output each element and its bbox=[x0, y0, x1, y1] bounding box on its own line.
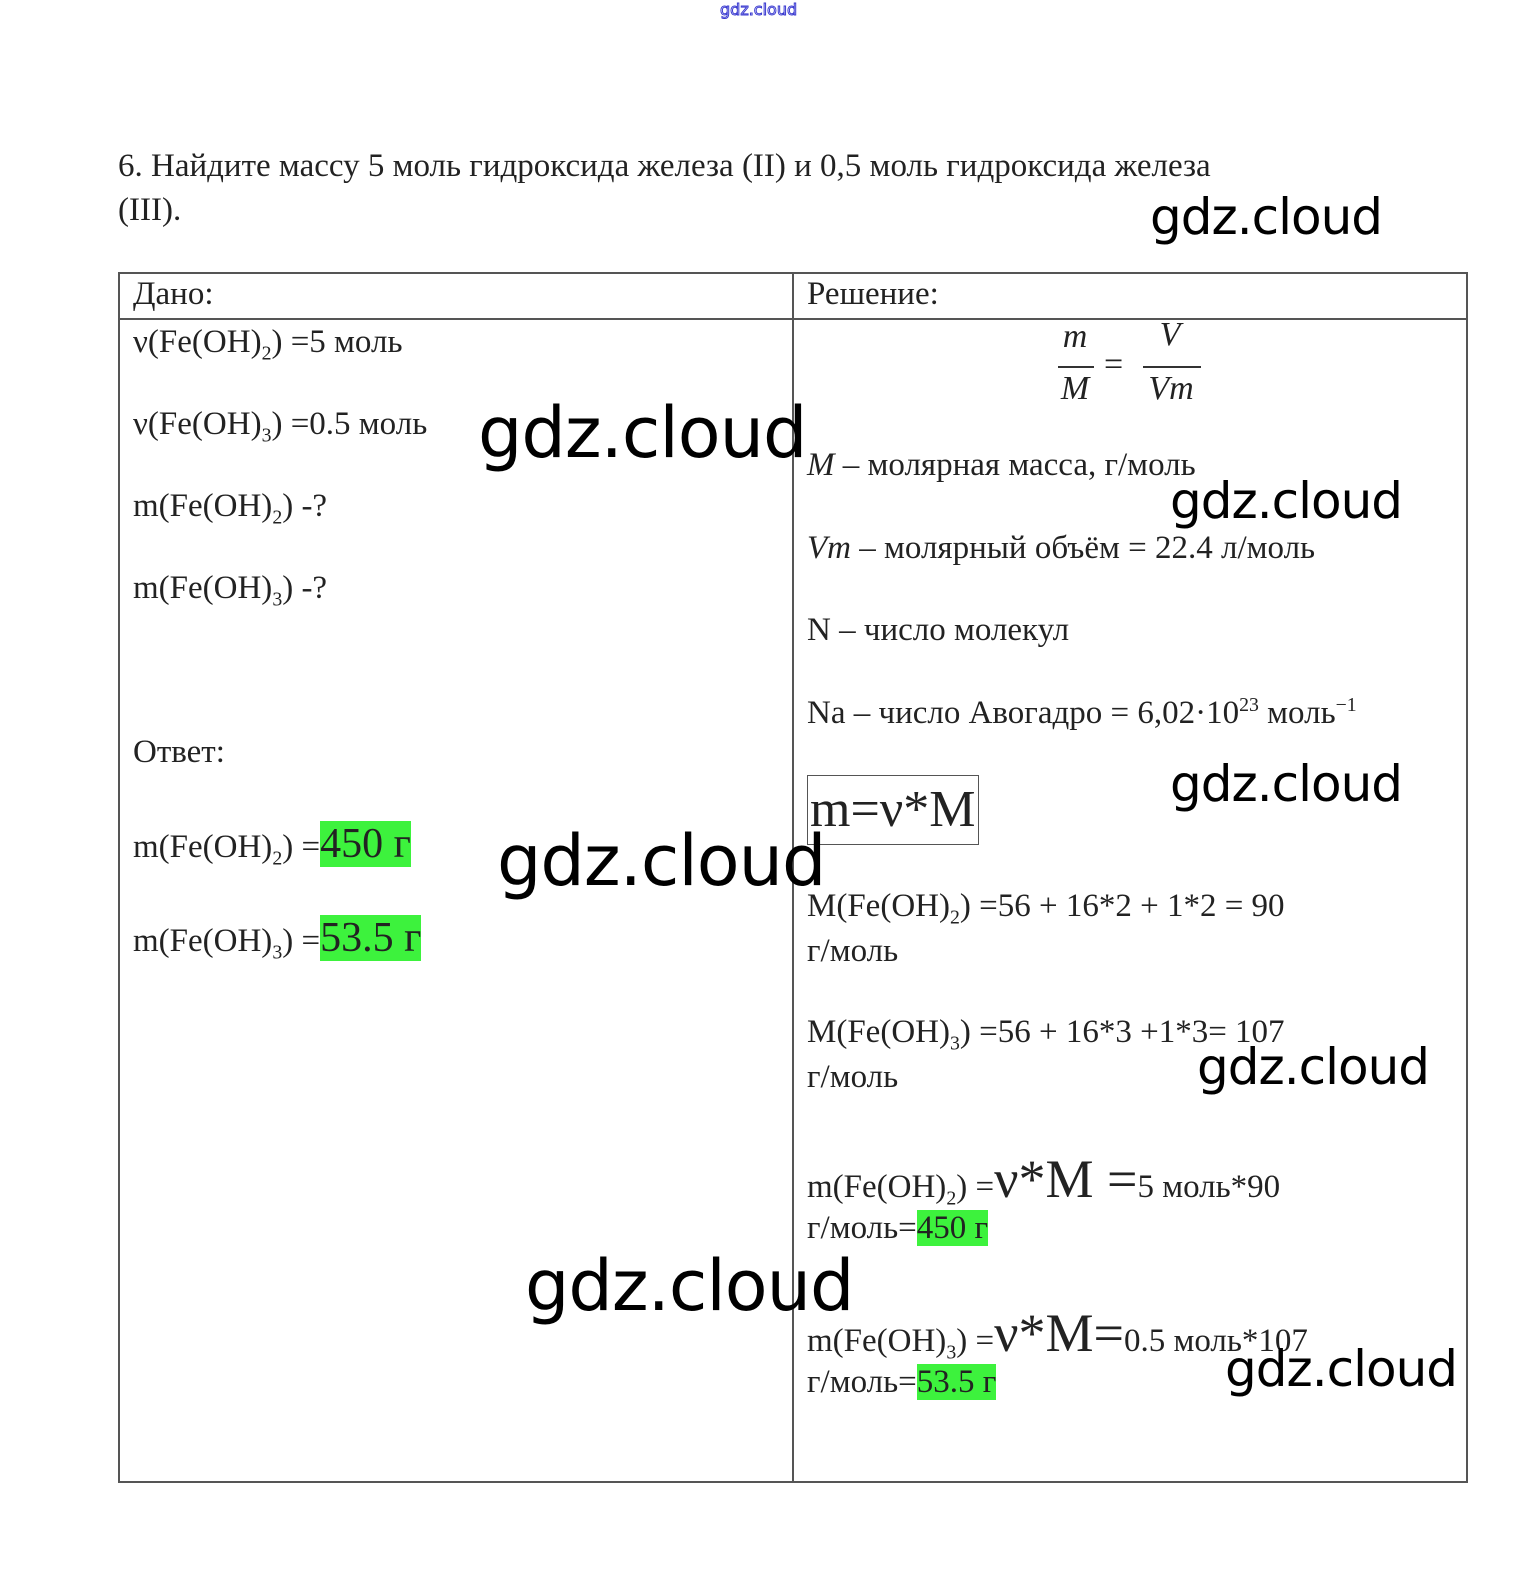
molar-mass-calc: M(Fe(OH)3) =56 + 16*3 +1*3= 107 bbox=[807, 1014, 1285, 1055]
find-item: m(Fe(OH)2) -? bbox=[133, 488, 328, 529]
mass-calc-result: г/моль=450 г bbox=[807, 1210, 989, 1246]
definition-molar-mass: M – молярная масса, г/моль bbox=[807, 447, 1196, 483]
given-item: ν(Fe(OH)2) =5 моль bbox=[133, 324, 403, 365]
given-item: ν(Fe(OH)3) =0.5 моль bbox=[133, 406, 428, 447]
task-line-2: (III). bbox=[118, 192, 182, 228]
mass-calc: m(Fe(OH)2) =ν*M =5 моль*90 bbox=[807, 1149, 1281, 1210]
mass-calc-result: г/моль=53.5 г bbox=[807, 1364, 997, 1400]
mass-calc: m(Fe(OH)3) =ν*M=0.5 моль*107 bbox=[807, 1303, 1308, 1364]
definition-molar-volume: Vm – молярный объём = 22.4 л/моль bbox=[807, 530, 1316, 566]
task-line-1: 6. Найдите массу 5 моль гидроксида желез… bbox=[118, 148, 1211, 184]
answer-label: Ответ: bbox=[133, 734, 225, 770]
watermark: gdz.cloud bbox=[1197, 1038, 1430, 1096]
watermark: gdz.cloud bbox=[1170, 755, 1403, 813]
watermark: gdz.cloud bbox=[1225, 1340, 1458, 1398]
watermark: gdz.cloud bbox=[497, 820, 826, 902]
answer-item: m(Fe(OH)3) =53.5 г bbox=[133, 915, 422, 964]
definition-avogadro: Na – число Авогадро = 6,02·1023 моль−1 bbox=[807, 694, 1357, 731]
molar-mass-calc: M(Fe(OH)2) =56 + 16*2 + 1*2 = 90 bbox=[807, 888, 1285, 929]
boxed-formula: m=ν*M bbox=[807, 775, 979, 845]
watermark: gdz.cloud bbox=[1170, 472, 1403, 530]
find-item: m(Fe(OH)3) -? bbox=[133, 570, 328, 611]
molar-mass-unit: г/моль bbox=[807, 933, 899, 969]
watermark: gdz.cloud bbox=[1150, 188, 1383, 246]
molar-mass-unit: г/моль bbox=[807, 1059, 899, 1095]
solution-header: Решение: bbox=[807, 276, 939, 312]
answer-item: m(Fe(OH)2) =450 г bbox=[133, 821, 411, 870]
watermark: gdz.cloud bbox=[478, 392, 807, 474]
watermark: gdz.cloud bbox=[525, 1245, 854, 1327]
definition-molecules: N – число молекул bbox=[807, 612, 1070, 648]
given-header: Дано: bbox=[133, 276, 214, 312]
site-link[interactable]: gdz.cloud bbox=[719, 0, 798, 20]
